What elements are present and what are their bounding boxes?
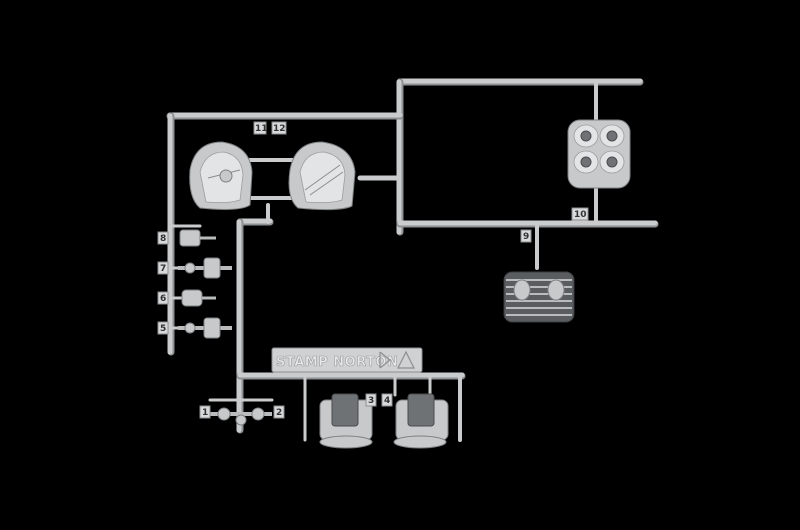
part-number-6: 6 bbox=[160, 294, 166, 304]
part-number-9: 9 bbox=[523, 232, 529, 242]
small-part-1-2 bbox=[210, 407, 272, 426]
small-part-8 bbox=[179, 229, 216, 247]
small-part-6 bbox=[181, 289, 216, 307]
part-number-11: 11 bbox=[255, 124, 268, 134]
finned-cylinder-head bbox=[503, 271, 575, 323]
engine-side-cover-right bbox=[288, 141, 356, 211]
part-number-10: 10 bbox=[574, 210, 587, 220]
small-part-5 bbox=[178, 317, 232, 339]
cylinder-barrel-4 bbox=[393, 393, 449, 449]
stamp-text: STAMP NORTON bbox=[276, 355, 398, 370]
part-number-8: 8 bbox=[160, 234, 166, 244]
cylinder-barrel-3 bbox=[319, 393, 373, 449]
part-number-7: 7 bbox=[160, 264, 166, 274]
part-number-5: 5 bbox=[160, 324, 166, 334]
cylinder-head-cover bbox=[567, 119, 631, 189]
engine-side-cover-left bbox=[189, 141, 253, 210]
small-part-7 bbox=[178, 257, 232, 279]
part-number-tags: 11 12 8 7 6 5 10 9 1 2 3 4 bbox=[157, 121, 589, 419]
part-number-1: 1 bbox=[202, 408, 208, 418]
norton-stamp-plate: STAMP NORTON bbox=[271, 347, 423, 373]
part-number-12: 12 bbox=[273, 124, 286, 134]
part-number-3: 3 bbox=[368, 396, 374, 406]
part-number-2: 2 bbox=[276, 408, 282, 418]
part-number-4: 4 bbox=[384, 396, 390, 406]
